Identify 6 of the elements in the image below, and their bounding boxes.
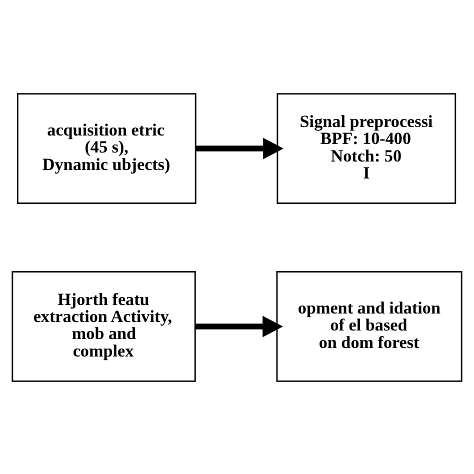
arrow <box>195 315 283 337</box>
node-box: opment and idation of el based on dom forest <box>276 270 462 382</box>
node-box: acquisition etric (45 s), Dynamic ubjects) <box>16 92 196 204</box>
node-box: Hjorth featu extraction Activity, mob and complex <box>12 270 196 382</box>
node-box: Signal preprocessi BPF: 10-400 Notch: 50 I <box>276 92 456 204</box>
arrow <box>196 137 284 159</box>
